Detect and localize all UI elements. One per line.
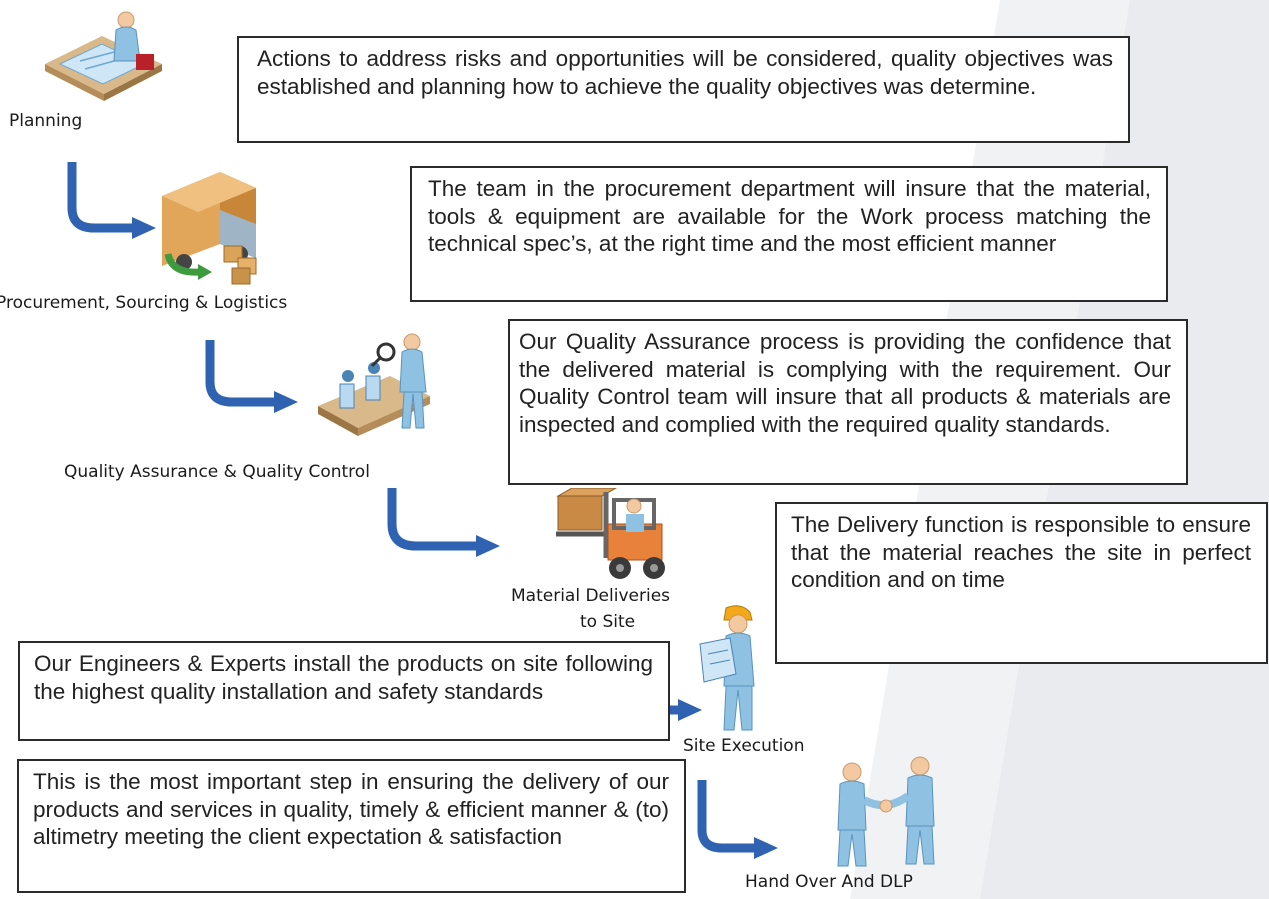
- step-label-deliveries-line1: Material Deliveries: [511, 586, 671, 606]
- description-box-hand-over: This is the most important step in ensur…: [17, 759, 686, 893]
- forklift-icon: [556, 488, 665, 579]
- flow-arrow-3: [387, 488, 500, 557]
- description-box-planning: Actions to address risks and opportuniti…: [237, 36, 1130, 143]
- handshake-icon: [837, 756, 935, 867]
- step-label-planning: Planning: [9, 111, 83, 131]
- delivery-truck-icon: [162, 172, 257, 285]
- step-label-site-execution: Site Execution: [683, 736, 805, 756]
- inspection-conveyor-icon: [318, 333, 430, 436]
- step-label-hand-over: Hand Over And DLP: [745, 872, 913, 892]
- planning-desk-icon: [45, 11, 162, 101]
- step-label-procurement: Procurement, Sourcing & Logistics: [0, 293, 288, 313]
- step-label-quality: Quality Assurance & Quality Control: [64, 462, 370, 482]
- description-box-procurement: The team in the procurement department w…: [410, 166, 1168, 302]
- description-box-quality: Our Quality Assurance process is providi…: [508, 319, 1188, 485]
- flow-arrow-5: [697, 780, 778, 859]
- engineer-blueprint-icon: [699, 605, 755, 731]
- description-box-deliveries: The Delivery function is responsible to …: [775, 502, 1268, 664]
- flow-arrow-2: [205, 340, 298, 413]
- flow-arrow-1: [67, 162, 156, 239]
- step-label-deliveries-line2: to Site: [580, 612, 636, 632]
- description-box-site-execution: Our Engineers & Experts install the prod…: [18, 641, 670, 741]
